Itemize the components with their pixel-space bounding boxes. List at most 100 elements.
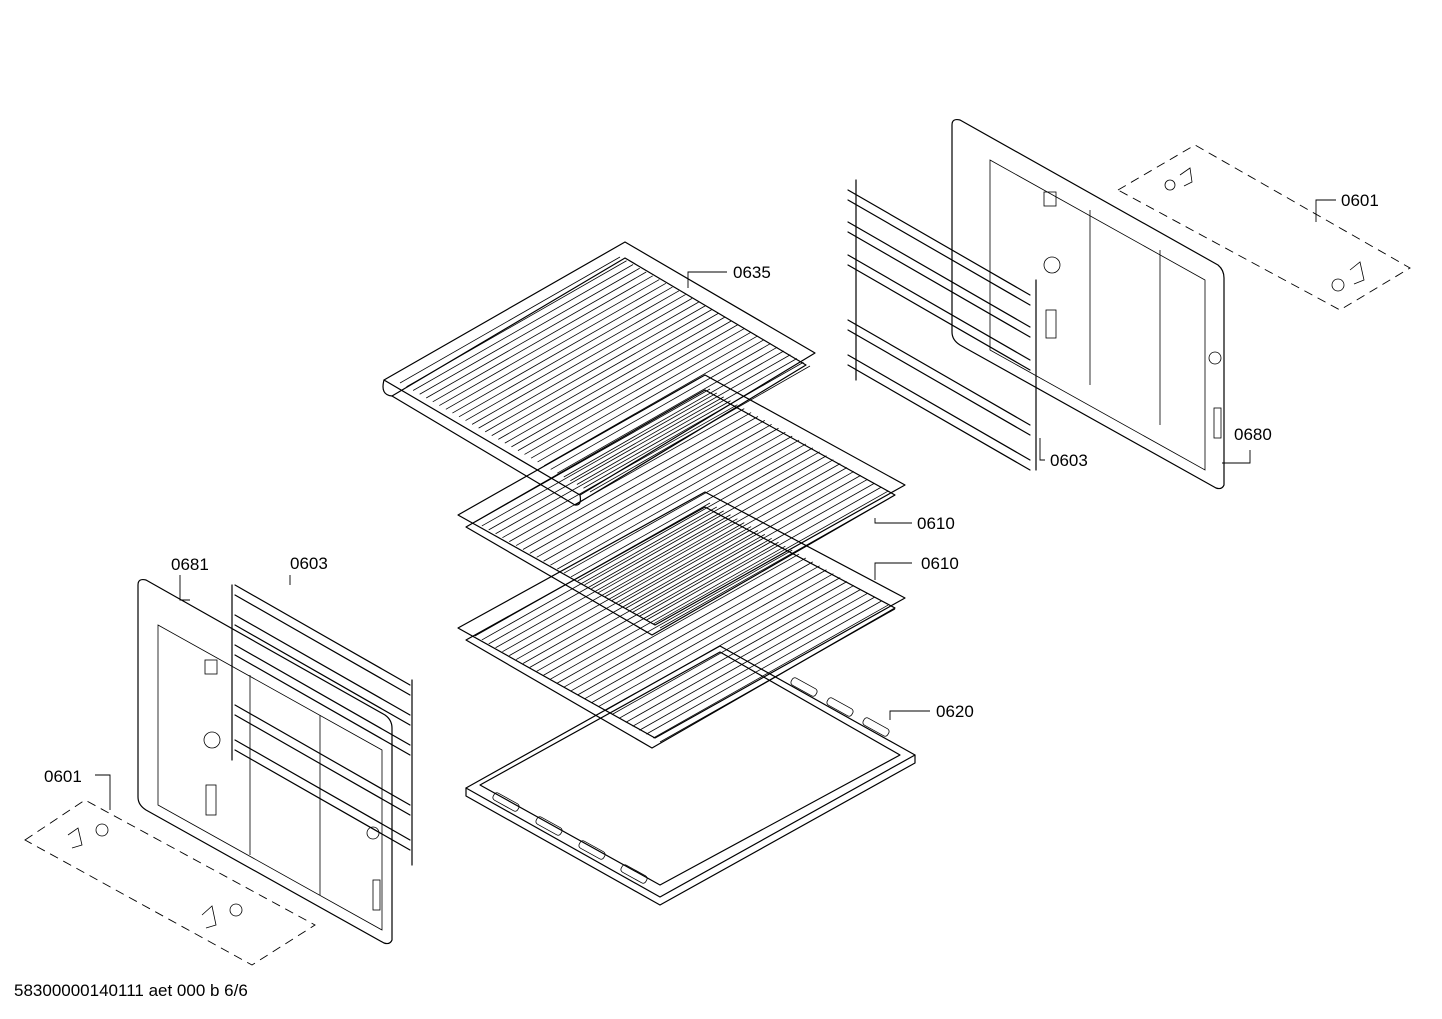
shelf-rail-left-0603 [231,584,413,866]
wire-bar [529,534,766,668]
wire-rack-0635 [382,241,816,506]
wire-bar [583,361,804,489]
wire-bar [432,275,653,403]
wire-bar [577,561,813,696]
wire-bar [465,294,686,421]
side-wall-right-0680 [951,118,1225,490]
wire-bar [598,459,834,594]
wire-bar [652,490,889,625]
leader-lines [95,199,1336,810]
wire-bar [659,494,896,629]
wire-bar [604,463,841,597]
wire-bar [591,569,827,704]
label-0680: 0680 [1234,425,1272,444]
label-0603-right: 0603 [1050,451,1088,470]
label-0601-left: 0601 [44,767,82,786]
wire-bar [611,467,848,601]
wire-bar [570,354,791,482]
wire-bar [543,427,779,562]
wire-bar [598,573,834,708]
shelf-rail-right-0603 [847,179,1037,471]
wire-bar [481,506,718,641]
wire-bar [406,260,627,388]
document-footer: 58300000140111 aet 000 b 6/6 [14,981,248,1000]
wire-bar [584,451,820,586]
wire-bar [399,256,621,384]
label-0610-upper: 0610 [917,514,955,533]
wire-bar [495,400,731,535]
wire-bar [439,279,660,406]
wire-bar [509,408,745,542]
wire-bar [491,309,712,436]
wire-bar [524,328,745,455]
wire-bar [529,420,766,554]
wire-bar [639,482,875,617]
wire-bar [481,392,718,527]
wire-bar [515,526,752,660]
wire-bar [639,596,875,731]
wire-bar [530,331,752,459]
wire-bar [632,478,868,613]
wire-bar [445,282,667,410]
wire-bar [484,305,706,433]
wire-rack-0610-lower [457,491,906,749]
wire-bar [412,264,634,391]
wire-bar [419,267,640,395]
wire-bar [509,522,745,656]
label-0635: 0635 [733,263,771,282]
wire-bar [652,604,889,739]
label-0603-left: 0603 [290,554,328,573]
wire-rack-0610-upper [457,374,906,636]
label-0610-lower: 0610 [921,554,959,573]
mounting-clips-right-0601 [1117,144,1411,311]
wire-bar [502,404,738,539]
wire-bar [426,271,647,399]
wire-bar [618,471,855,605]
wire-bar [550,545,786,680]
wire-bar [618,585,855,719]
wire-bar [625,475,861,609]
wire-bar [632,592,868,727]
wire-bar [536,537,772,672]
wire-bar [550,343,771,470]
wire-bar [498,313,719,440]
wire-bar [543,541,779,676]
wire-bar [522,530,759,664]
wire-bar [515,412,752,546]
wire-bar [563,553,800,688]
wire-bar [550,431,786,566]
wire-bar [474,388,711,523]
wire-bar [452,286,673,414]
label-0601-right: 0601 [1341,191,1379,210]
wire-bar [471,297,693,425]
wire-bar [557,346,778,474]
wire-bar [504,316,726,444]
label-0620: 0620 [936,702,974,721]
wire-bar [517,324,739,452]
wire-bar [659,608,896,743]
wire-bar [478,301,699,429]
wire-bar [577,447,813,582]
wire-bar [495,514,731,649]
wire-bar [557,435,793,570]
wire-bar [488,396,724,531]
wire-bar [646,600,882,735]
wire-bar [537,335,758,463]
wire-bar [570,443,807,578]
wire-bar [611,581,848,715]
label-0681: 0681 [171,555,209,574]
baking-tray-0620 [465,645,916,906]
wire-bar [458,290,680,418]
wire-bar [570,557,807,692]
side-wall-left-0681 [137,578,393,945]
wire-bar [511,320,732,448]
wire-bar [625,589,861,723]
wire-bar [563,350,784,478]
mounting-clips-left-0601 [24,799,316,966]
wire-bar [536,423,772,558]
wire-bar [502,518,738,653]
wire-bar [474,502,711,637]
wire-bar [488,510,724,645]
wire-bar [563,439,800,574]
